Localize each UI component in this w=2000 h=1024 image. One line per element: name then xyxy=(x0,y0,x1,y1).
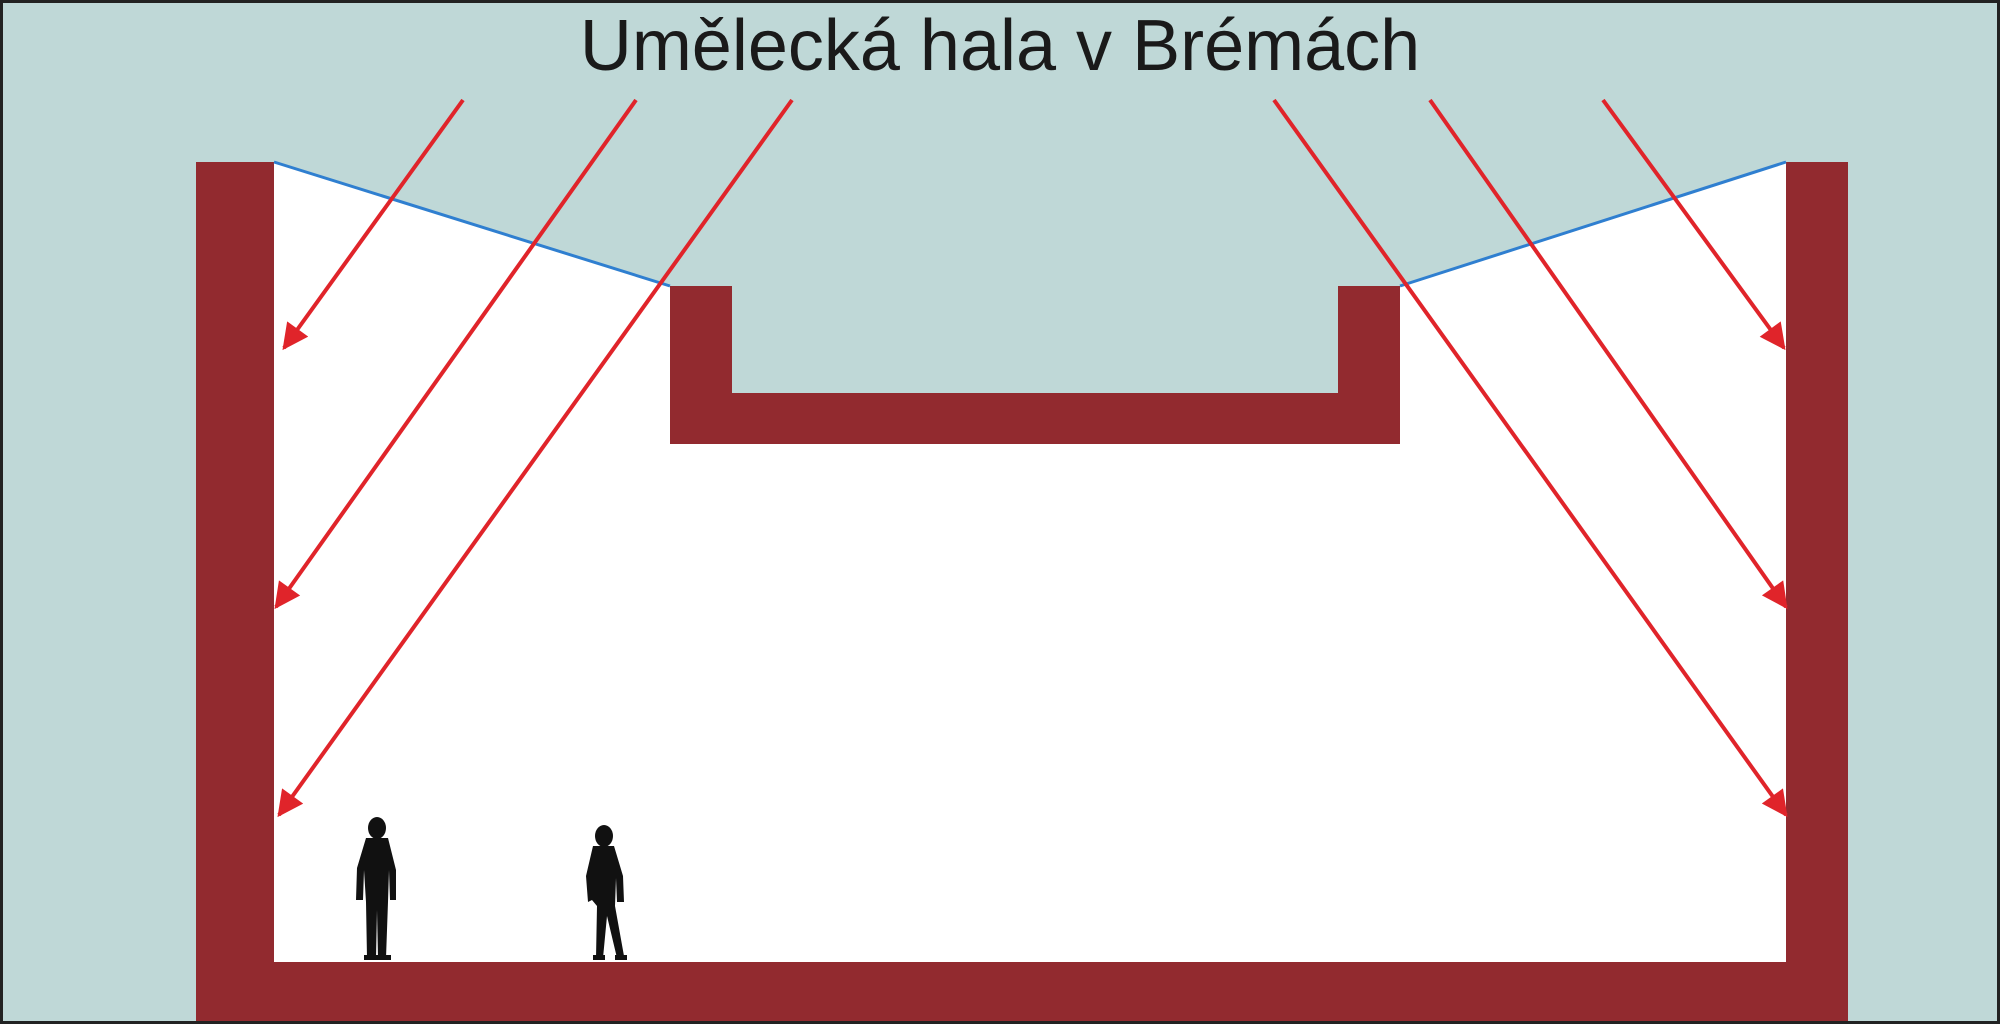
skylight-glazing xyxy=(273,160,1787,288)
person-figure-2 xyxy=(586,825,627,960)
diagram-title: Umělecká hala v Brémách xyxy=(580,6,1420,86)
floor-slab xyxy=(196,962,1848,1024)
light-ray-left-1 xyxy=(282,98,465,351)
building-section xyxy=(196,162,1848,1024)
right-wall xyxy=(1786,162,1848,1024)
light-ray-left-2 xyxy=(274,98,638,610)
lantern-bottom xyxy=(670,393,1400,444)
light-ray-left-3 xyxy=(277,98,794,818)
person-figure-1 xyxy=(356,817,396,960)
glazing-left xyxy=(273,160,671,288)
light-ray-right-1 xyxy=(1601,98,1786,351)
light-ray-right-3 xyxy=(1272,98,1788,818)
hall-interior xyxy=(274,162,1786,962)
light-rays xyxy=(274,98,1788,818)
left-wall xyxy=(196,162,274,1024)
light-ray-right-2 xyxy=(1428,98,1788,610)
glazing-right xyxy=(1399,160,1787,288)
human-figures xyxy=(356,817,627,960)
